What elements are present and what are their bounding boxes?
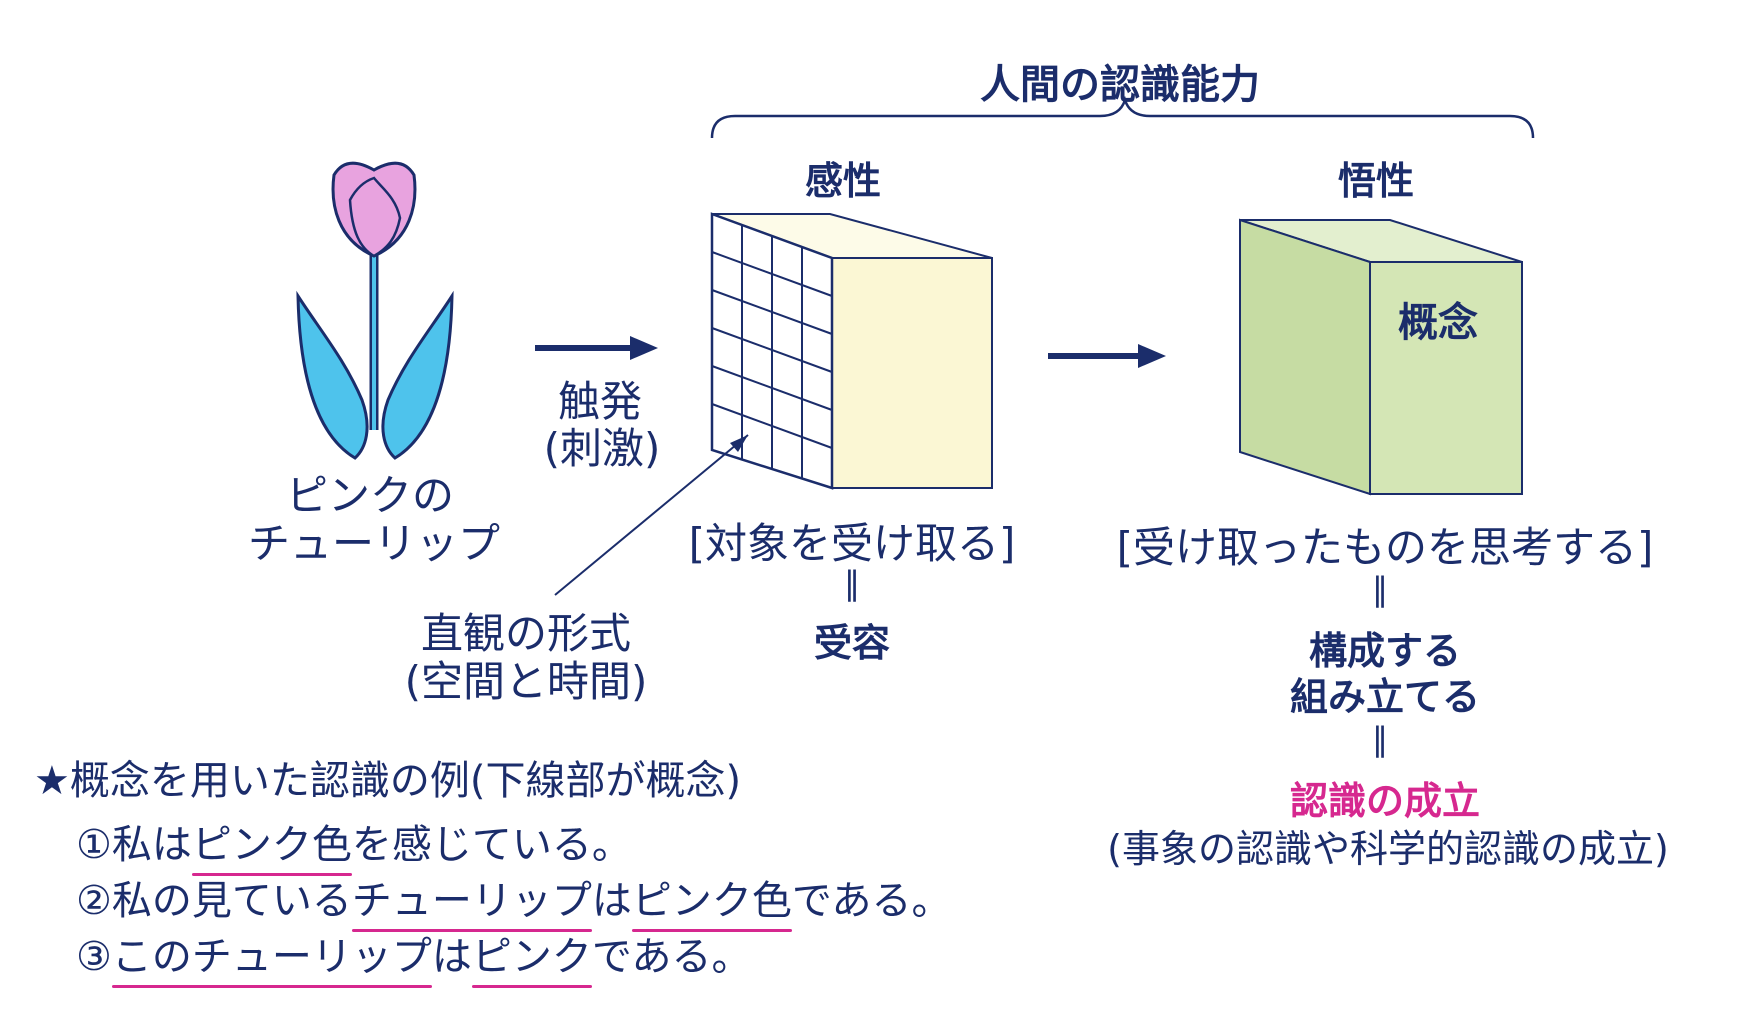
example-3: ③このチューリップはピンクである。 xyxy=(76,924,752,988)
arrow-stimulus xyxy=(535,336,658,360)
tulip-illustration xyxy=(296,161,454,460)
example-2-number: ② xyxy=(76,878,112,924)
example-3-concept-this-tulip: このチューリップ xyxy=(111,924,432,988)
example-2-text-e: である。 xyxy=(791,878,952,924)
tulip-label-line2: チューリップ xyxy=(247,519,501,568)
example-2-concept-pink-color: ピンク色 xyxy=(631,868,792,932)
recognition-note: (事象の認識や科学的認識の成立) xyxy=(1107,827,1669,871)
sensibility-equals: ‖ xyxy=(844,564,860,602)
sensibility-box xyxy=(710,212,993,490)
top-brace xyxy=(710,95,1535,139)
sensibility-grid-lines xyxy=(711,225,833,479)
sensibility-front-face xyxy=(831,257,993,489)
example-1-concept-pink-color: ピンク色 xyxy=(191,812,352,876)
understanding-equals-1: ‖ xyxy=(1372,570,1388,608)
understanding-title: 悟性 xyxy=(1338,159,1415,203)
sensibility-caption: [対象を受け取る] xyxy=(688,519,1016,568)
sensibility-result: 受容 xyxy=(813,621,891,665)
example-1: ①私はピンク色を感じている。 xyxy=(76,812,632,876)
tulip-petal-front xyxy=(348,176,402,258)
examples-heading: ★概念を用いた認識の例(下線部が概念) xyxy=(34,758,742,804)
tulip-label-line1: ピンクの xyxy=(285,471,455,520)
understanding-side-face xyxy=(1239,218,1371,496)
understanding-caption: [受け取ったものを思考する] xyxy=(1116,523,1654,572)
understanding-result-construct: 構成する xyxy=(1308,629,1462,673)
example-3-number: ③ xyxy=(76,934,112,980)
example-1-text-a: 私は xyxy=(111,822,192,868)
diagram-title: 人間の認識能力 xyxy=(980,62,1260,108)
example-2: ②私の見ているチューリップはピンク色である。 xyxy=(76,868,952,932)
example-1-text-c: を感じている。 xyxy=(351,822,632,868)
example-3-concept-pink: ピンク xyxy=(471,924,592,988)
example-1-number: ① xyxy=(76,822,112,868)
example-3-text-b: は xyxy=(431,934,472,980)
example-2-concept-tulip: チューリップ xyxy=(351,868,592,932)
understanding-result-assemble: 組み立てる xyxy=(1289,675,1481,719)
example-2-text-a: 私の見ている xyxy=(111,878,352,924)
example-3-text-d: である。 xyxy=(591,934,752,980)
intuition-pointer-head xyxy=(730,435,748,452)
understanding-equals-2: ‖ xyxy=(1372,720,1388,758)
concept-label: 概念 xyxy=(1398,300,1478,346)
intuition-sublabel: (空間と時間) xyxy=(404,657,648,706)
tulip-leaf-right xyxy=(381,290,454,460)
tulip-leaf-left xyxy=(296,290,369,460)
example-2-text-c: は xyxy=(591,878,632,924)
stimulus-label: 触発 xyxy=(557,377,643,426)
arrow-to-understanding xyxy=(1048,344,1166,368)
sensibility-title: 感性 xyxy=(805,159,882,203)
understanding-box xyxy=(1239,218,1523,496)
intuition-label: 直観の形式 xyxy=(420,609,632,658)
stimulus-sublabel: (刺激) xyxy=(543,424,661,473)
intuition-pointer-line xyxy=(554,434,749,596)
understanding-front-face xyxy=(1369,261,1523,495)
recognition-established: 認識の成立 xyxy=(1289,779,1481,823)
